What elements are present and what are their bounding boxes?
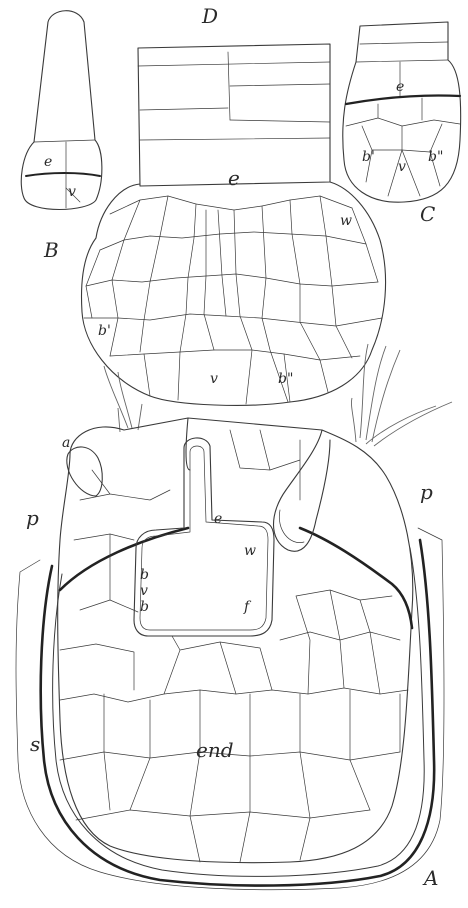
figure-a-label-end: end <box>196 740 234 760</box>
figure-d-label-w: w <box>340 214 352 228</box>
figure-a-label-w: w <box>244 544 256 558</box>
figure-b-panel-label: B <box>44 240 59 260</box>
figure-a-panel-label: A <box>424 868 438 888</box>
figure-a-label-a: a <box>62 436 70 450</box>
figure-d-panel-label: D <box>202 6 218 26</box>
figure-d-label-b-double-prime: b" <box>278 372 293 386</box>
figure-c-label-b-prime: b' <box>362 150 375 164</box>
figure-a-label-e: e <box>214 512 222 526</box>
figure-a-label-s: s <box>30 734 40 754</box>
figure-b-label-e: e <box>44 155 52 169</box>
figure-c-embryo <box>343 22 461 202</box>
figure-c-panel-label: C <box>420 204 435 224</box>
figure-a-seed-section <box>16 344 452 890</box>
figure-a-label-f: f <box>244 600 249 614</box>
figure-b-embryo <box>21 11 102 210</box>
figure-b-label-v: v <box>68 185 76 199</box>
figure-c-label-v: v <box>398 160 406 174</box>
figure-a-label-b-top: b <box>140 568 149 582</box>
figure-a-label-p-left: p <box>26 508 39 528</box>
figure-d-label-e: e <box>228 168 240 188</box>
figure-d-label-v: v <box>210 372 218 386</box>
figure-c-label-b-double-prime: b" <box>428 150 443 164</box>
figure-a-label-b-bottom: b <box>140 600 149 614</box>
figure-a-label-v: v <box>140 584 148 598</box>
figure-c-label-e: e <box>396 80 404 94</box>
figure-d-label-b-prime: b' <box>98 324 111 338</box>
figure-a-label-p-right: p <box>420 482 433 502</box>
